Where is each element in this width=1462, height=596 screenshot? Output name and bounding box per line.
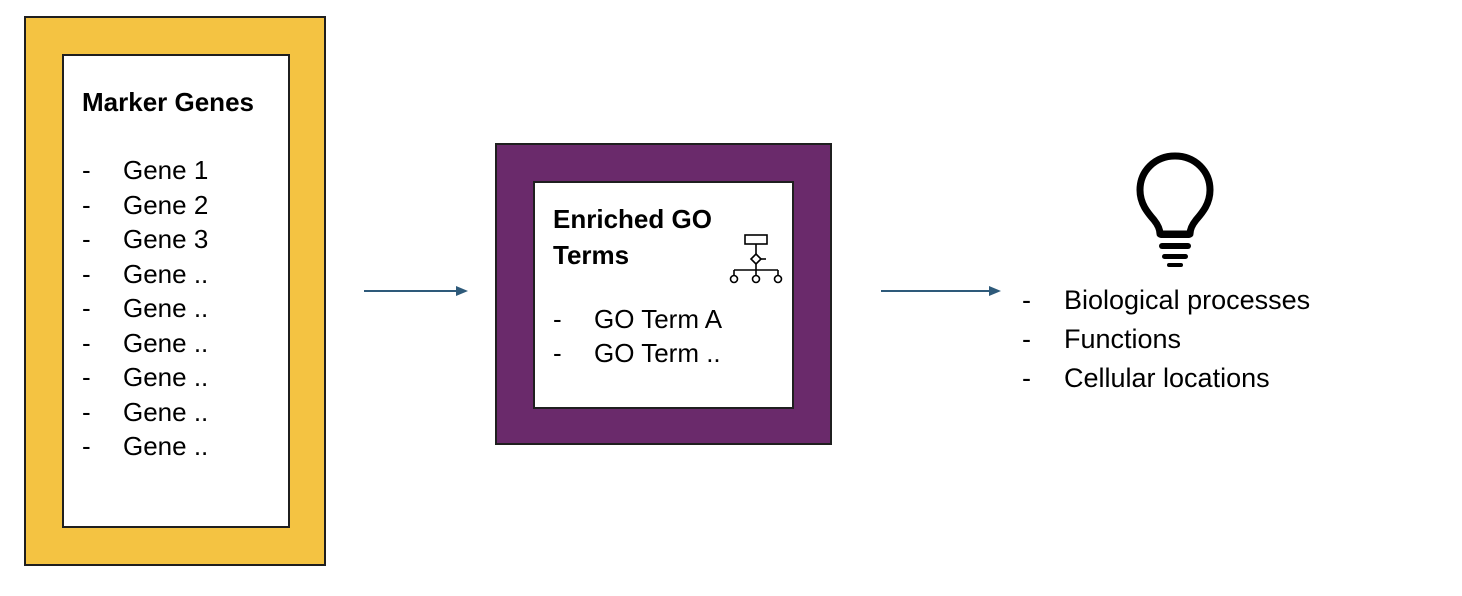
arrow-right-icon <box>364 286 468 296</box>
gene-label: Gene .. <box>123 293 209 323</box>
outcome-label: Cellular locations <box>1064 363 1270 393</box>
list-item: -Gene .. <box>82 293 209 323</box>
list-item: -Gene .. <box>82 327 209 358</box>
list-item: -GO Term .. <box>553 338 721 368</box>
go-term-label: GO Term .. <box>594 338 721 368</box>
outcome-list: -Biological processes -Functions -Cellul… <box>1022 281 1310 398</box>
list-item: -Gene 1 <box>82 155 209 185</box>
gene-label: Gene .. <box>123 431 209 461</box>
go-terms-title: Enriched GO Terms <box>553 204 712 270</box>
list-item: -GO Term A <box>553 304 723 334</box>
list-item: -Gene .. <box>82 431 209 461</box>
gene-label: Gene 2 <box>123 189 209 220</box>
go-terms-list: -GO Term A -GO Term .. <box>553 302 722 370</box>
marker-genes-box: Marker Genes -Gene 1 -Gene 2 -Gene 3 -Ge… <box>24 16 326 566</box>
outcome-label: Biological processes <box>1064 285 1311 315</box>
gene-label: Gene .. <box>123 258 209 289</box>
go-terms-box: Enriched GO Terms -GO Term A -GO Term .. <box>495 143 832 445</box>
list-item: -Gene .. <box>82 258 209 289</box>
lightbulb-icon <box>1136 152 1214 267</box>
gene-label: Gene .. <box>123 396 209 427</box>
marker-genes-list: -Gene 1 -Gene 2 -Gene 3 -Gene .. -Gene .… <box>82 153 208 464</box>
hierarchy-icon <box>729 234 783 284</box>
gene-label: Gene 1 <box>123 155 209 185</box>
go-terms-panel: Enriched GO Terms -GO Term A -GO Term .. <box>533 181 794 409</box>
outcome-label: Functions <box>1064 324 1182 354</box>
go-term-label: GO Term A <box>594 304 723 334</box>
arrow-right-icon <box>881 286 1001 296</box>
list-item: -Gene .. <box>82 396 209 427</box>
list-item: -Cellular locations <box>1022 363 1270 393</box>
list-item: -Gene .. <box>82 362 209 392</box>
marker-genes-panel: Marker Genes -Gene 1 -Gene 2 -Gene 3 -Ge… <box>62 54 290 528</box>
marker-genes-title: Marker Genes <box>82 87 254 117</box>
list-item: -Functions <box>1022 324 1182 354</box>
list-item: -Gene 2 <box>82 189 209 220</box>
list-item: -Biological processes <box>1022 285 1311 315</box>
gene-label: Gene .. <box>123 327 209 358</box>
gene-label: Gene 3 <box>123 224 209 254</box>
gene-label: Gene .. <box>123 362 209 392</box>
list-item: -Gene 3 <box>82 224 209 254</box>
